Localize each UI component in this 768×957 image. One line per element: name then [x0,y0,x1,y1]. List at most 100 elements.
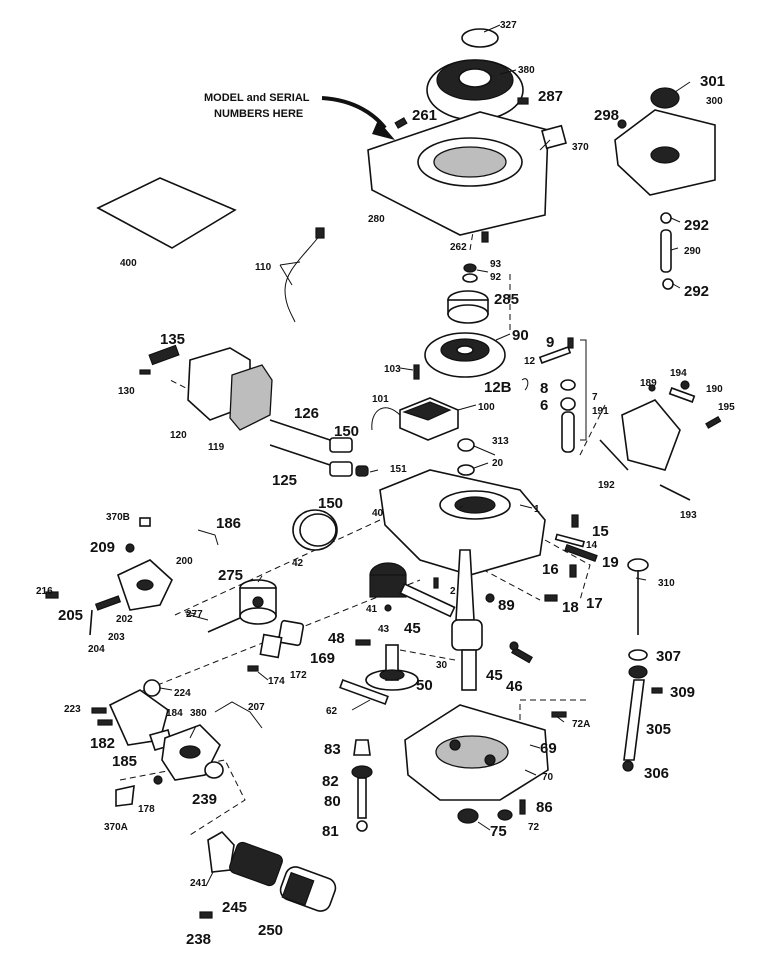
label-238: 238 [186,931,211,948]
label-261: 261 [412,107,437,124]
label-203: 203 [108,632,125,643]
part-239-o-ring [204,761,224,779]
part-204-screw [89,609,93,636]
part-119-head-gasket [229,364,273,431]
label-280: 280 [368,214,385,225]
part-43-pin [384,604,392,612]
label-277: 277 [186,609,203,620]
label-2: 2 [450,586,456,597]
label-14: 14 [586,540,598,551]
label-43: 43 [378,624,390,635]
part-190-lever [668,387,696,403]
part-18-screw [544,594,558,602]
part-238-screw [199,911,213,919]
part-48-screw [355,639,371,646]
part-labels: 327 380 287 301 300 298 261 370 280 262 … [36,20,735,948]
label-17: 17 [586,595,603,612]
label-83: 83 [324,741,341,758]
label-90: 90 [512,327,529,344]
label-370b: 370B [106,512,130,523]
label-309: 309 [670,684,695,701]
part-110-ground-wire [284,234,321,323]
part-277-screw [207,617,241,633]
label-327: 327 [500,20,517,31]
label-89: 89 [498,597,515,614]
label-223: 223 [64,704,81,715]
label-241: 241 [190,878,207,889]
label-80: 80 [324,793,341,810]
part-380-rewind-starter [426,59,524,121]
part-75-oil-seal [457,808,479,824]
callout-line-1: MODEL and SERIAL [204,92,310,104]
part-307-o-ring [628,649,648,661]
part-70-crankcase-cover [404,704,549,801]
part-125-exhaust-valve [269,444,331,466]
part-62-screw [339,679,389,705]
label-292-top: 292 [684,217,709,234]
label-150-top: 150 [334,423,359,440]
part-292-clamp-bottom [662,278,674,290]
label-92: 92 [490,272,502,283]
label-380-carb: 380 [190,708,207,719]
label-200: 200 [176,556,193,567]
part-1-cylinder-block [379,469,546,576]
part-30-crankshaft [451,549,483,691]
label-100: 100 [478,402,495,413]
part-186-linkage [197,529,219,546]
part-81-washer [356,820,368,832]
part-216-screw [45,591,59,599]
label-207: 207 [248,702,265,713]
label-169: 169 [310,650,335,667]
part-90-flywheel [424,332,506,378]
part-83-cup [353,739,371,756]
part-110-wire-terminal [315,227,325,239]
label-8: 8 [540,380,548,397]
label-12b: 12B [484,379,512,396]
label-275: 275 [218,567,243,584]
label-46: 46 [506,678,523,695]
part-135-spark-plug [148,344,180,366]
label-93: 93 [490,259,502,270]
part-governor-shaft [561,411,575,453]
part-169-gasket [277,619,305,647]
part-193-spring [659,484,691,501]
label-15: 15 [592,523,609,540]
label-72a: 72A [572,719,590,730]
label-172: 172 [290,670,307,681]
part-327-cap [461,28,499,48]
label-370a: 370A [104,822,128,833]
part-92-washer [462,273,478,283]
part-2-dowel [433,577,439,589]
label-135: 135 [160,331,185,348]
part-195-screw [705,415,722,429]
part-72-gasket [497,809,513,821]
label-69: 69 [540,740,557,757]
label-195: 195 [718,402,735,413]
label-190: 190 [706,384,723,395]
part-261-screw [394,117,408,129]
part-172-gasket [259,633,283,659]
part-400-filter-pad [96,177,237,249]
label-193: 193 [680,510,697,521]
label-185: 185 [112,753,137,770]
label-205: 205 [58,607,83,624]
part-189-screw [648,384,656,392]
part-203-spring [94,595,122,611]
label-204: 204 [88,644,105,655]
label-41: 41 [366,604,378,615]
label-48: 48 [328,630,345,647]
label-86: 86 [536,799,553,816]
label-313: 313 [492,436,509,447]
part-86-screw [519,799,526,815]
label-307: 307 [656,648,681,665]
part-306-o-ring [622,760,634,772]
label-174: 174 [268,676,285,687]
part-15-screw [571,514,579,528]
part-100-ignition-module [399,397,459,441]
part-45-connecting-rod [399,582,456,618]
part-14-link [554,533,586,548]
part-93-nut [463,263,477,273]
label-75: 75 [490,823,507,840]
label-292-bottom: 292 [684,283,709,300]
label-50: 50 [416,677,433,694]
